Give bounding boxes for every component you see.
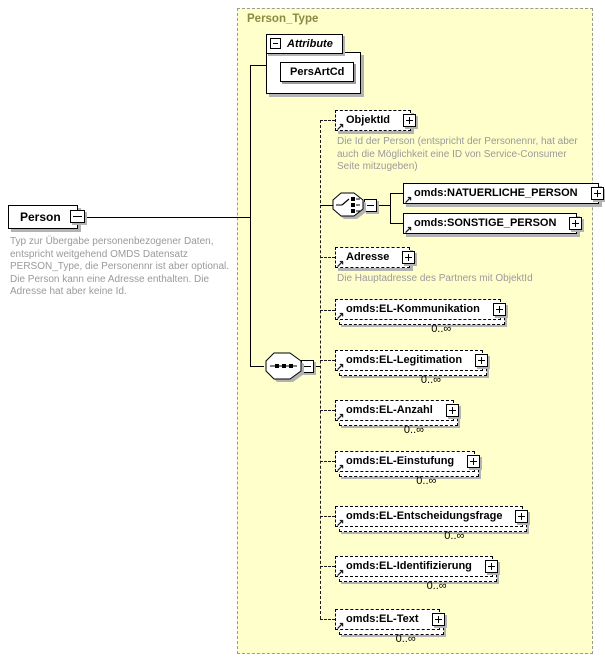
occurrence-label: 0..∞: [403, 424, 424, 436]
reference-arrow-icon: [336, 464, 344, 474]
connector-line: [390, 193, 391, 223]
element-el-legitimation[interactable]: omds:EL-Legitimation 0..∞: [335, 350, 489, 386]
element-natuerliche-person[interactable]: omds:NATUERLICHE_PERSON: [403, 183, 604, 206]
reference-arrow-icon: [336, 413, 344, 423]
connector-line: [390, 223, 403, 224]
container-title: Person_Type: [247, 13, 319, 25]
element-el-einstufung[interactable]: omds:EL-Einstufung 0..∞: [335, 451, 481, 487]
element-person[interactable]: Person: [8, 205, 85, 229]
connector-line: [377, 205, 390, 206]
occurrence-label: 0..∞: [416, 475, 437, 487]
element-label: omds:SONSTIGE_PERSON: [414, 217, 557, 229]
expand-icon[interactable]: [475, 354, 489, 367]
collapse-icon[interactable]: [69, 210, 85, 223]
expand-icon[interactable]: [402, 251, 416, 264]
expand-icon[interactable]: [403, 114, 417, 127]
sequence-icon[interactable]: [261, 349, 307, 386]
connector-trunk-line: [320, 120, 321, 619]
element-el-anzahl[interactable]: omds:EL-Anzahl 0..∞: [335, 400, 459, 436]
attribute-section-tab[interactable]: Attribute: [266, 34, 343, 54]
connector-line: [320, 120, 335, 121]
connector-line: [314, 366, 320, 367]
expand-icon[interactable]: [590, 187, 604, 200]
collapse-icon[interactable]: [270, 38, 281, 49]
element-el-identifizierung[interactable]: omds:EL-Identifizierung 0..∞: [335, 556, 498, 592]
occurrence-label: 0..∞: [444, 530, 465, 542]
objektid-annotation: Die Id der Person (entspricht der Person…: [337, 136, 578, 172]
expand-icon[interactable]: [484, 560, 498, 573]
element-label: omds:EL-Identifizierung: [346, 560, 472, 572]
attribute-persartcd[interactable]: PersArtCd: [280, 62, 355, 82]
element-el-text[interactable]: omds:EL-Text 0..∞: [335, 609, 445, 645]
element-label: omds:EL-Entscheidungsfrage: [346, 510, 503, 522]
connector-line: [250, 366, 264, 367]
connector-line: [320, 516, 335, 517]
element-label: ObjektId: [346, 114, 391, 126]
connector-line: [320, 566, 335, 567]
expand-icon[interactable]: [515, 510, 529, 523]
connector-line: [320, 257, 335, 258]
element-label: omds:EL-Text: [346, 613, 419, 625]
connector-line: [76, 217, 250, 218]
reference-arrow-icon: [336, 519, 344, 529]
connector-line: [320, 310, 335, 311]
reference-arrow-icon: [336, 260, 344, 270]
connector-line: [320, 360, 335, 361]
element-label: omds:EL-Kommunikation: [346, 303, 480, 315]
element-el-entscheidungsfrage[interactable]: omds:EL-Entscheidungsfrage 0..∞: [335, 506, 529, 542]
element-label: omds:NATUERLICHE_PERSON: [414, 187, 578, 199]
element-label: omds:EL-Einstufung: [346, 455, 455, 467]
connector-line: [390, 193, 403, 194]
occurrence-label: 0..∞: [420, 374, 441, 386]
person-annotation: Typ zur Übergabe personenbezogener Daten…: [10, 236, 230, 297]
element-person-label: Person: [20, 210, 61, 224]
element-objektid[interactable]: ObjektId: [335, 110, 417, 133]
connector-line: [320, 461, 335, 462]
connector-line: [250, 65, 251, 367]
adresse-annotation: Die Hauptadresse des Partners mit Objekt…: [337, 273, 533, 284]
occurrence-label: 0..∞: [395, 633, 416, 645]
connector-line: [320, 619, 335, 620]
reference-arrow-icon: [336, 622, 344, 632]
choice-icon[interactable]: [330, 190, 372, 224]
reference-arrow-icon: [336, 312, 344, 322]
expand-icon[interactable]: [445, 404, 459, 417]
expand-icon[interactable]: [467, 455, 481, 468]
expand-icon[interactable]: [431, 613, 445, 626]
reference-arrow-icon: [336, 569, 344, 579]
element-sonstige-person[interactable]: omds:SONSTIGE_PERSON: [403, 213, 583, 236]
occurrence-label: 0..∞: [431, 323, 452, 335]
reference-arrow-icon: [404, 226, 412, 236]
element-el-kommunikation[interactable]: omds:EL-Kommunikation 0..∞: [335, 299, 506, 335]
element-label: omds:EL-Anzahl: [346, 404, 433, 416]
reference-arrow-icon: [336, 363, 344, 373]
occurrence-label: 0..∞: [426, 580, 447, 592]
reference-arrow-icon: [404, 196, 412, 206]
element-adresse[interactable]: Adresse: [335, 247, 416, 270]
attribute-section-label: Attribute: [287, 38, 333, 50]
element-label: Adresse: [346, 251, 390, 263]
expand-icon[interactable]: [569, 217, 583, 230]
connector-line: [250, 65, 266, 66]
connector-line: [320, 205, 333, 206]
connector-line: [320, 410, 335, 411]
expand-icon[interactable]: [492, 303, 506, 316]
element-label: omds:EL-Legitimation: [346, 354, 463, 366]
reference-arrow-icon: [336, 123, 344, 133]
